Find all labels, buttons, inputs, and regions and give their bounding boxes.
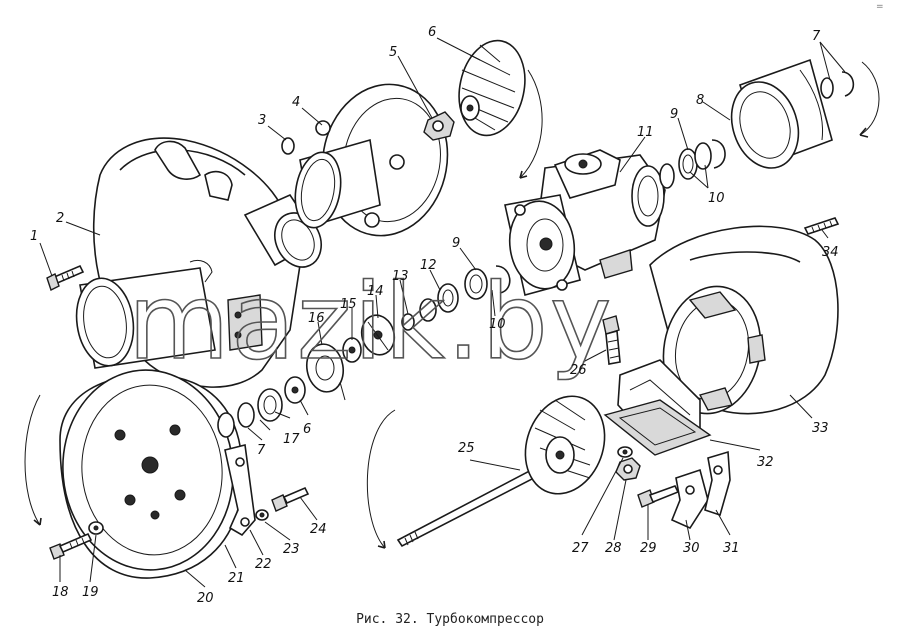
assembly-arrow-left <box>24 394 41 526</box>
label-14: 14 <box>367 284 384 299</box>
label-24: 24 <box>310 522 327 537</box>
seal-set-upper <box>659 139 726 189</box>
label-10a: 10 <box>708 191 725 206</box>
part-labels: 1 2 3 4 5 6 7 8 9 10 11 9 12 10 13 14 15… <box>30 25 839 606</box>
bolt-29 <box>637 485 680 508</box>
compressor-housing <box>75 137 322 388</box>
label-7a: 7 <box>812 29 821 44</box>
label-20: 20 <box>197 591 214 606</box>
figure-caption: Рис. 32. Турбокомпрессор <box>356 612 544 627</box>
thrust-collar-16 <box>305 343 346 401</box>
assembly-arrow-top <box>519 69 543 179</box>
bearing-12 <box>419 283 459 322</box>
bearing-housing <box>504 149 666 296</box>
label-8: 8 <box>696 93 704 108</box>
nut-5 <box>423 111 455 141</box>
label-15: 15 <box>340 297 357 312</box>
o-ring-3 <box>281 137 295 155</box>
label-17: 17 <box>283 432 300 447</box>
label-13: 13 <box>392 269 409 284</box>
label-30: 30 <box>683 541 700 556</box>
label-18: 18 <box>52 585 69 600</box>
washer-27 <box>617 446 633 458</box>
gasket-32 <box>603 399 712 456</box>
lock-plate-30 <box>670 468 709 530</box>
bolt-26 <box>602 315 621 365</box>
bolt-18 <box>49 532 93 560</box>
label-10b: 10 <box>489 317 506 332</box>
corner-mark: = <box>876 2 884 12</box>
label-31: 31 <box>723 541 740 556</box>
bolt-1 <box>46 264 85 291</box>
stud-34 <box>803 217 840 235</box>
washer-6 <box>284 376 306 404</box>
compressor-wheel <box>458 39 526 137</box>
thrust-ring-15 <box>342 337 362 363</box>
snap-rings-upper <box>820 71 855 99</box>
label-22: 22 <box>255 557 272 572</box>
watermark: mazik.by <box>128 261 613 383</box>
spacer-17 <box>257 388 283 422</box>
label-34: 34 <box>822 245 839 260</box>
label-4: 4 <box>292 95 300 110</box>
label-29: 29 <box>640 541 657 556</box>
assembly-arrow-right <box>859 61 880 136</box>
ring-8 <box>730 58 833 169</box>
washer-23 <box>255 509 269 521</box>
assembly-arrow-bottom <box>366 409 396 549</box>
label-9b: 9 <box>452 236 460 251</box>
label-12: 12 <box>420 258 437 273</box>
thrust-plate-14 <box>360 314 396 356</box>
clamp-plate-22 <box>224 444 256 537</box>
label-23: 23 <box>283 542 300 557</box>
label-19: 19 <box>82 585 99 600</box>
label-11: 11 <box>637 125 654 140</box>
label-16: 16 <box>308 311 325 326</box>
bolt-24 <box>271 486 310 512</box>
nut-28 <box>615 457 641 481</box>
label-25: 25 <box>458 441 475 456</box>
seal-set-lower <box>464 265 511 300</box>
leader-lines <box>39 37 846 588</box>
label-3: 3 <box>258 113 266 128</box>
label-7b: 7 <box>257 443 266 458</box>
label-5: 5 <box>389 45 397 60</box>
label-27: 27 <box>572 541 589 556</box>
washer-19 <box>88 521 104 535</box>
label-6a: 6 <box>428 25 436 40</box>
label-2: 2 <box>56 211 64 226</box>
back-plate <box>294 83 449 237</box>
label-1: 1 <box>30 229 38 244</box>
label-9a: 9 <box>670 107 678 122</box>
label-21: 21 <box>228 571 245 586</box>
pulley-20 <box>59 369 243 579</box>
label-32: 32 <box>757 455 774 470</box>
turbine-shaft <box>396 395 606 548</box>
label-28: 28 <box>605 541 622 556</box>
label-6b: 6 <box>303 422 311 437</box>
snap-rings-lower <box>217 402 255 438</box>
label-26: 26 <box>570 363 587 378</box>
lock-plate-31 <box>704 450 731 517</box>
label-33: 33 <box>812 421 829 436</box>
